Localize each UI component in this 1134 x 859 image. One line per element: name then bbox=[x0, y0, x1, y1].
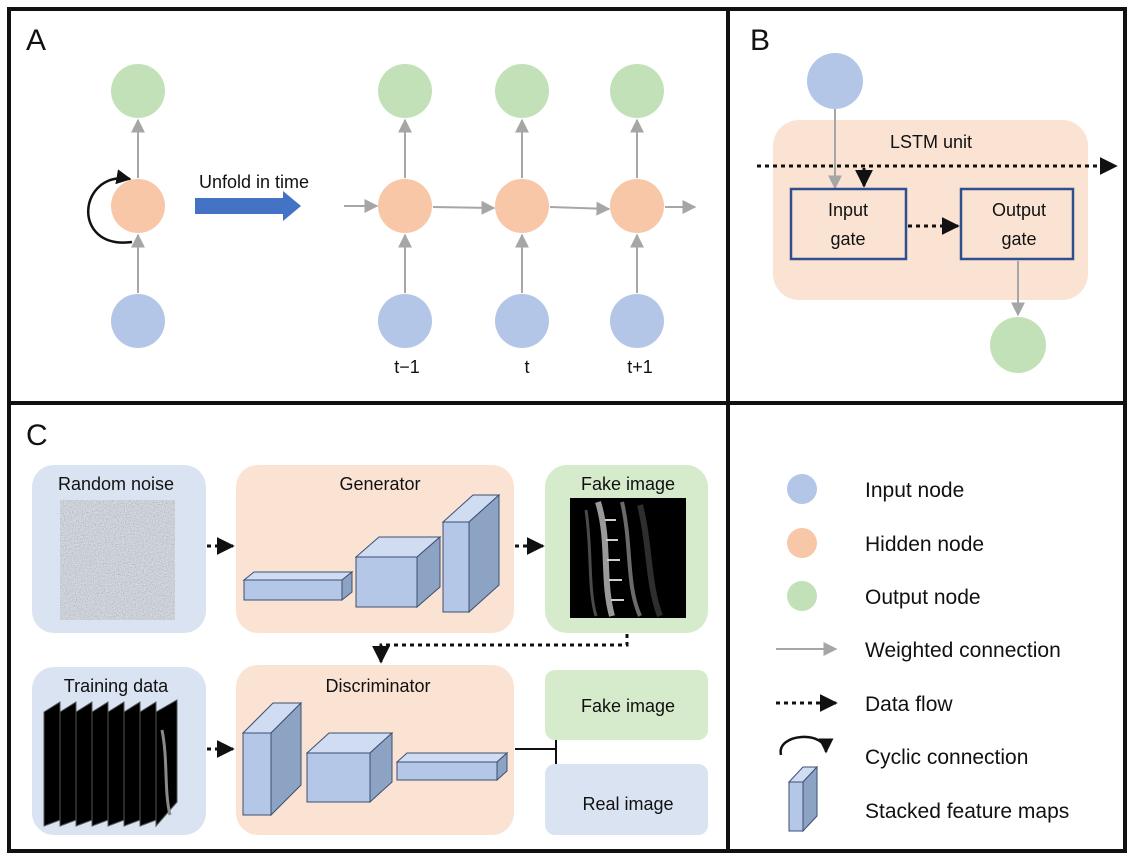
legend-label-weighted-connection: Weighted connection bbox=[865, 639, 1061, 662]
hidden-node bbox=[111, 179, 165, 233]
input-node bbox=[495, 294, 549, 348]
fake-mri-image bbox=[570, 498, 686, 618]
hidden-node bbox=[610, 179, 664, 233]
time-label-t-plus-1: t+1 bbox=[627, 357, 653, 377]
hidden-node bbox=[495, 179, 549, 233]
output-node bbox=[111, 64, 165, 118]
cyclic-connection-icon bbox=[779, 735, 834, 756]
time-label-t-minus-1: t−1 bbox=[394, 357, 420, 377]
legend-label-output-node: Output node bbox=[865, 586, 981, 609]
fake-image-output-label: Fake image bbox=[581, 696, 675, 716]
feature-map-block bbox=[305, 731, 394, 804]
discriminator-label: Discriminator bbox=[325, 676, 430, 696]
data-flow-arrow bbox=[372, 634, 629, 664]
legend-label-cyclic-connection: Cyclic connection bbox=[865, 746, 1028, 769]
input-gate-label-line1: Input bbox=[828, 200, 868, 220]
output-gate-label-line1: Output bbox=[992, 200, 1046, 220]
input-node-icon bbox=[787, 474, 817, 504]
panel-c: C Random noise Generator bbox=[26, 419, 708, 835]
generator-feature-maps bbox=[242, 493, 501, 614]
generator-label: Generator bbox=[339, 474, 420, 494]
feature-map-block bbox=[395, 751, 509, 782]
output-node-icon bbox=[787, 581, 817, 611]
panel-legend-frame bbox=[726, 401, 1127, 853]
feature-map-block bbox=[441, 493, 501, 614]
panel-b-letter: B bbox=[750, 24, 770, 57]
panel-frames bbox=[7, 7, 1127, 853]
real-image-output-label: Real image bbox=[582, 794, 673, 814]
stacked-feature-maps-icon bbox=[787, 765, 819, 833]
hidden-node-icon bbox=[787, 528, 817, 558]
input-node bbox=[111, 294, 165, 348]
time-label-t: t bbox=[524, 357, 529, 377]
panel-b: B LSTM unit Input gate Output gate bbox=[750, 24, 1118, 373]
unfold-label: Unfold in time bbox=[199, 172, 309, 192]
output-node bbox=[990, 317, 1046, 373]
panel-a-letter: A bbox=[26, 24, 46, 57]
input-gate-box bbox=[789, 187, 908, 261]
output-node bbox=[610, 64, 664, 118]
fake-image-output-box bbox=[545, 670, 708, 740]
legend-label-stacked-feature-maps: Stacked feature maps bbox=[865, 800, 1069, 823]
output-node bbox=[378, 64, 432, 118]
noise-image bbox=[60, 500, 175, 620]
hidden-node bbox=[378, 179, 432, 233]
output-gate-box bbox=[959, 187, 1075, 261]
cyclic-connection-arrow bbox=[87, 169, 133, 244]
panel-a: A Unfold in time bbox=[26, 24, 697, 377]
output-node bbox=[495, 64, 549, 118]
weighted-connections bbox=[344, 118, 697, 293]
lstm-unit-label: LSTM unit bbox=[890, 132, 972, 152]
legend: Input node Hidden node Output node Weigh… bbox=[776, 474, 1069, 833]
discriminator-feature-maps bbox=[241, 701, 509, 817]
unfold-arrow bbox=[195, 191, 301, 221]
fake-image-label: Fake image bbox=[581, 474, 675, 494]
input-node bbox=[610, 294, 664, 348]
legend-label-data-flow: Data flow bbox=[865, 693, 953, 716]
input-gate-label-line2: gate bbox=[830, 229, 865, 249]
legend-label-input-node: Input node bbox=[865, 479, 964, 502]
input-node bbox=[807, 53, 863, 109]
output-gate-label-line2: gate bbox=[1001, 229, 1036, 249]
feature-map-block bbox=[242, 570, 354, 602]
feature-map-block bbox=[241, 701, 303, 817]
panel-c-letter: C bbox=[26, 419, 48, 452]
real-image-output-box bbox=[545, 764, 708, 835]
input-node bbox=[378, 294, 432, 348]
random-noise-label: Random noise bbox=[58, 474, 174, 494]
legend-label-hidden-node: Hidden node bbox=[865, 533, 984, 556]
feature-map-block bbox=[354, 535, 442, 609]
training-mri-stack bbox=[43, 699, 178, 828]
training-data-label: Training data bbox=[64, 676, 169, 696]
